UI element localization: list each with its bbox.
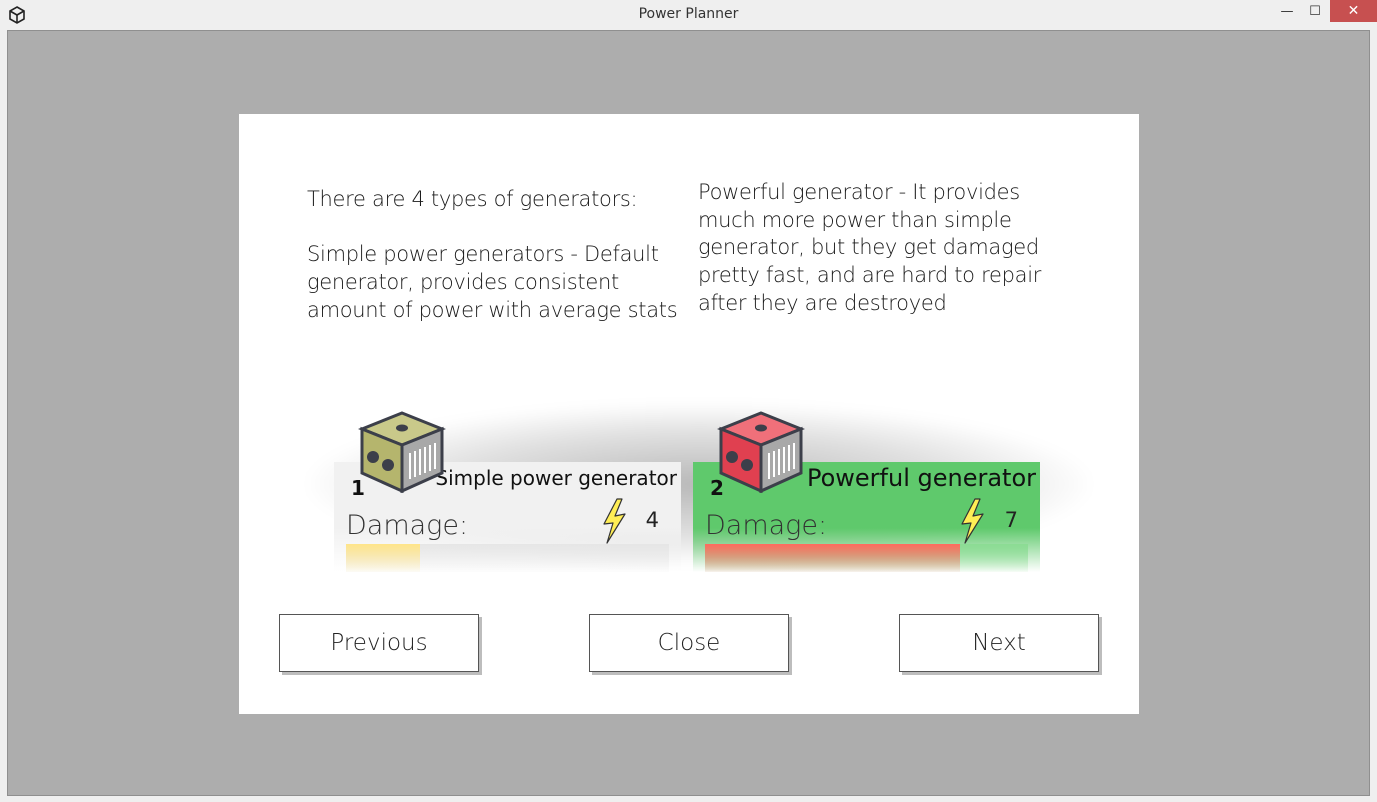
power-value: 4 [645,508,659,532]
lightning-icon [603,498,626,544]
damage-label: Damage: [346,510,469,541]
minimize-icon: — [1280,3,1294,19]
card-number: 1 [351,476,365,500]
damage-bar-fill [705,544,961,572]
help-dialog: There are 4 types of generators: Simple … [239,114,1139,714]
damage-bar-fill [346,544,421,572]
minimize-button[interactable]: — [1274,0,1300,22]
damage-bar [346,544,669,572]
damage-label: Damage: [705,510,828,541]
maximize-icon: ☐ [1309,3,1321,19]
powerful-generator-text: Powerful generator - It provides much mo… [698,180,1042,315]
next-button[interactable]: Next [899,614,1099,672]
close-icon: ✕ [1347,3,1360,19]
generator-card-powerful: 2 Powerful generator Damage: 7 [693,462,1040,572]
card-title: Simple power generator [435,466,677,490]
unity-logo-icon[interactable] [8,6,26,24]
close-button[interactable]: Close [589,614,789,672]
power-value: 7 [1004,508,1018,532]
window-title: Power Planner [638,6,739,22]
close-window-button[interactable]: ✕ [1330,0,1377,22]
yellow-generator-icon [358,411,446,493]
red-generator-icon [717,411,805,493]
lightning-icon [961,498,984,544]
maximize-button[interactable]: ☐ [1302,0,1328,22]
previous-button[interactable]: Previous [279,614,479,672]
title-bar: Power Planner — ☐ ✕ [0,0,1377,30]
generator-card-simple: 1 Simple power generator Damage: 4 [334,462,681,572]
card-number: 2 [710,476,724,500]
damage-bar [705,544,1028,572]
generator-cards-preview: 1 Simple power generator Damage: 4 2 Pow… [299,364,1099,574]
card-title: Powerful generator [806,464,1036,492]
generator-intro-text: There are 4 types of generators: Simple … [307,187,678,322]
